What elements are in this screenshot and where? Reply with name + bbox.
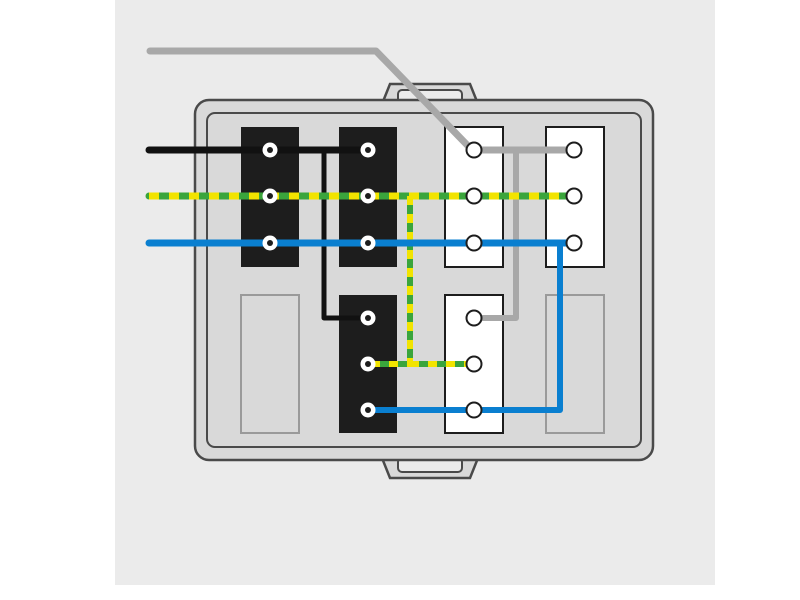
terminal-hole-light-8-screw [471, 361, 477, 367]
wire-grey [146, 47, 578, 154]
wire-blue-link [365, 240, 563, 413]
terminal-hole-light-9-screw [471, 407, 477, 413]
terminal-hole-dark-9-screw [365, 407, 371, 413]
wire-grey-link [471, 147, 519, 321]
terminal-hole-dark-5-screw [365, 193, 371, 199]
terminal-hole-dark-2-screw [267, 193, 273, 199]
terminal-holes-light [465, 141, 583, 419]
terminal-holes-dark [262, 142, 376, 418]
empty-slot-left [240, 294, 300, 434]
terminal-hole-light-3-screw [471, 240, 477, 246]
terminal-hole-light-7-screw [471, 315, 477, 321]
terminal-hole-light-5-screw [571, 193, 577, 199]
terminal-hole-dark-3-screw [267, 240, 273, 246]
terminal-hole-dark-4-screw [365, 147, 371, 153]
terminal-hole-light-4-screw [571, 147, 577, 153]
empty-slot-right [545, 294, 605, 434]
terminal-hole-dark-6-screw [365, 240, 371, 246]
terminal-hole-dark-1-screw [267, 147, 273, 153]
terminal-hole-dark-8-screw [365, 361, 371, 367]
terminal-hole-light-6-screw [571, 240, 577, 246]
junction-box-inner [206, 112, 642, 448]
wire-black-link [321, 147, 371, 321]
terminal-hole-dark-7-screw [365, 315, 371, 321]
terminal-hole-light-1-screw [471, 147, 477, 153]
wire-earth-link [368, 196, 474, 367]
terminal-hole-light-2-screw [471, 193, 477, 199]
